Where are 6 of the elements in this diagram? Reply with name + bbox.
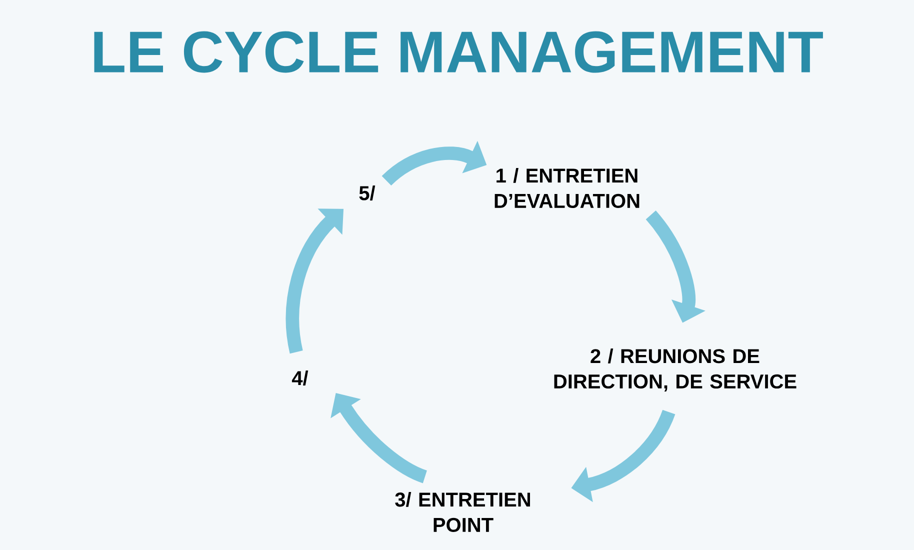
title: LE CYCLE MANAGEMENT [94, 31, 823, 73]
step-label: 2 / REUNIONS DE DIRECTION, DE SERVICE [554, 348, 796, 392]
step-label: 5/ [359, 186, 376, 200]
step-label: 1 / ENTRETIEN D’EVALUATION [494, 168, 640, 208]
step-label: 4/ [292, 370, 308, 386]
step-label: 3/ ENTRETIEN POINT [395, 492, 530, 532]
